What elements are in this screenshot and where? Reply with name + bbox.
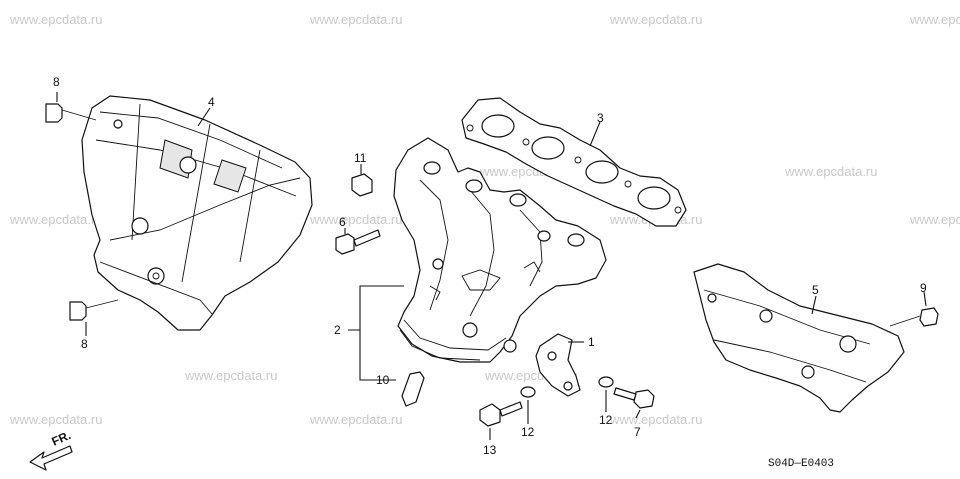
callout-5: 5: [812, 283, 819, 297]
callout-4: 4: [208, 95, 215, 109]
exhaust-manifold: [393, 137, 607, 363]
callout-7: 7: [634, 425, 641, 439]
watermark: www.epcdata.ru: [184, 368, 278, 383]
callout-10: 10: [376, 373, 390, 387]
watermark: www.epcdata.ru: [609, 12, 703, 27]
callout-8-bottom: 8: [81, 337, 88, 351]
callout-12-left: 12: [521, 425, 535, 439]
upper-heat-shield: [81, 95, 313, 331]
watermark: www.epcdata.ru: [309, 412, 403, 427]
manifold-gasket: [461, 97, 687, 227]
watermark: www.epcdata.ru: [309, 12, 403, 27]
callout-1: 1: [588, 335, 595, 349]
fasteners: [45, 103, 939, 427]
callout-9: 9: [920, 281, 927, 295]
front-arrow-icon: [29, 445, 73, 471]
watermark: www.epcdata.ru: [9, 412, 103, 427]
callout-12-right: 12: [599, 413, 613, 427]
watermark: www.epcdata.ru: [909, 12, 960, 27]
watermark: www.epcdata.ru: [784, 164, 878, 179]
callout-11: 11: [354, 151, 367, 165]
manifold-bracket: [535, 333, 581, 397]
watermark: www.epcdata.ru: [909, 212, 960, 227]
watermark: www.epcdata.ru: [609, 412, 703, 427]
watermark: www.epcdata.ru: [9, 12, 103, 27]
lower-heat-shield: [693, 263, 905, 413]
diagram-code: S04D—E0403: [768, 458, 834, 470]
callout-2: 2: [334, 323, 341, 337]
callout-8-top: 8: [53, 75, 60, 89]
watermark: www.epcdata.ru: [9, 212, 103, 227]
callout-labels: 8 8 4 3 5 9 11 6 2 10 1 13 12 12 7: [53, 75, 927, 457]
callout-13: 13: [483, 443, 497, 457]
callout-6: 6: [339, 215, 346, 229]
leader-lines: [56, 92, 927, 440]
watermark: www.epcdata.ru: [309, 212, 403, 227]
callout-3: 3: [597, 111, 604, 125]
front-direction-marker: FR.: [29, 428, 73, 471]
